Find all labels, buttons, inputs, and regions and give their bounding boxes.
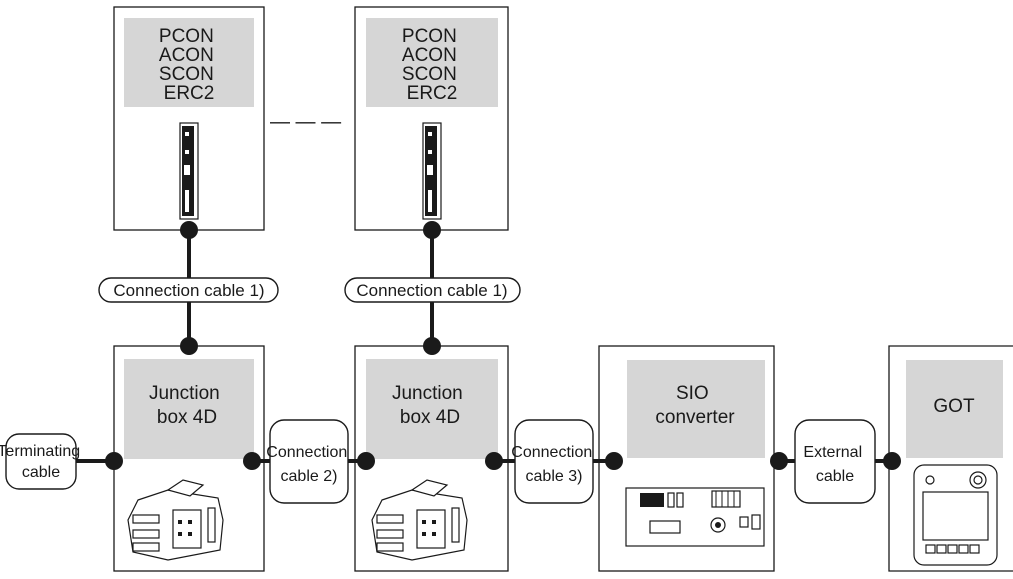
port-controller-2 — [423, 221, 441, 239]
cable-label-connection-2: Connection cable 2) — [266, 419, 351, 504]
junction-box-1-line-1: Junction — [149, 383, 220, 404]
connection-2-line-2: cable 2) — [281, 468, 338, 485]
junction-box-1: Junction box 4D — [113, 345, 265, 572]
cable-label-connection-3: Connection cable 3) — [511, 419, 596, 504]
controller-2-model-1: PCON — [402, 26, 457, 47]
svg-text:SIO converter: SIO converter — [655, 383, 735, 428]
svg-text:PCON ACON SCON: PCON ACON SCON ERC2 — [402, 26, 462, 104]
controller-2-model-2: ACON — [402, 45, 457, 66]
cable-label-external: External cable — [794, 419, 876, 504]
controller-2-model-3: SCON — [402, 64, 457, 85]
port-junction-2-left — [357, 452, 375, 470]
converter-line-2: converter — [655, 407, 735, 428]
controller-unit-2: PCON ACON SCON ERC2 — [354, 6, 509, 231]
port-junction-2-top — [423, 337, 441, 355]
terminating-line-2: cable — [22, 464, 60, 481]
cable-1-left-text: Connection cable 1) — [113, 281, 264, 300]
port-junction-1-top — [180, 337, 198, 355]
port-got — [883, 452, 901, 470]
sio-converter-illustration — [625, 487, 765, 547]
svg-text:External cable: External cable — [803, 444, 866, 485]
cable-label-connection-1-left: Connection cable 1) — [98, 277, 279, 303]
port-junction-1-right — [243, 452, 261, 470]
svg-text:Junction box 4D: Junction box 4D — [149, 383, 225, 428]
connection-3-line-2: cable 3) — [526, 468, 583, 485]
controller-1-illustration — [179, 122, 199, 220]
controller-1-model-3: SCON — [159, 64, 214, 85]
port-converter-right — [770, 452, 788, 470]
junction-box-2: Junction box 4D — [354, 345, 509, 572]
svg-text:Terminating cable: Terminating cable — [0, 443, 85, 481]
terminating-line-1: Terminating — [0, 443, 80, 460]
svg-text:PCON ACON SCON: PCON ACON SCON ERC2 — [159, 26, 219, 104]
controller-2-model-4: ERC2 — [407, 83, 458, 104]
svg-text:Connection cable 3): Connection cable 3) — [511, 444, 596, 485]
port-controller-1 — [180, 221, 198, 239]
got-unit: GOT — [888, 345, 1013, 572]
junction-box-2-illustration — [371, 479, 468, 561]
svg-text:Connection cable 2): Connection cable 2) — [266, 444, 351, 485]
controller-1-model-1: PCON — [159, 26, 214, 47]
cable-label-connection-1-right: Connection cable 1) — [344, 277, 521, 303]
port-junction-2-right — [485, 452, 503, 470]
junction-box-2-line-2: box 4D — [400, 407, 460, 428]
continuation-dashes: — — — — [270, 111, 341, 133]
cable-1-right-text: Connection cable 1) — [356, 281, 507, 300]
cable-label-terminating: Terminating cable — [0, 433, 85, 490]
got-illustration — [913, 464, 998, 566]
controller-1-model-2: ACON — [159, 45, 214, 66]
junction-box-1-illustration — [127, 479, 224, 561]
controller-unit-1: PCON ACON SCON ERC2 — [113, 6, 265, 231]
connection-2-line-1: Connection — [266, 444, 347, 461]
junction-box-2-line-1: Junction — [392, 383, 463, 404]
converter-line-1: SIO — [676, 383, 709, 404]
junction-box-1-line-2: box 4D — [157, 407, 217, 428]
external-line-1: External — [803, 444, 862, 461]
controller-2-illustration — [422, 122, 442, 220]
port-converter-left — [605, 452, 623, 470]
external-line-2: cable — [816, 468, 854, 485]
svg-text:Junction box 4D: Junction box 4D — [392, 383, 468, 428]
connection-3-line-1: Connection — [511, 444, 592, 461]
port-junction-1-left — [105, 452, 123, 470]
controller-1-model-4: ERC2 — [164, 83, 215, 104]
got-label: GOT — [933, 396, 975, 417]
sio-converter: SIO converter — [598, 345, 775, 572]
